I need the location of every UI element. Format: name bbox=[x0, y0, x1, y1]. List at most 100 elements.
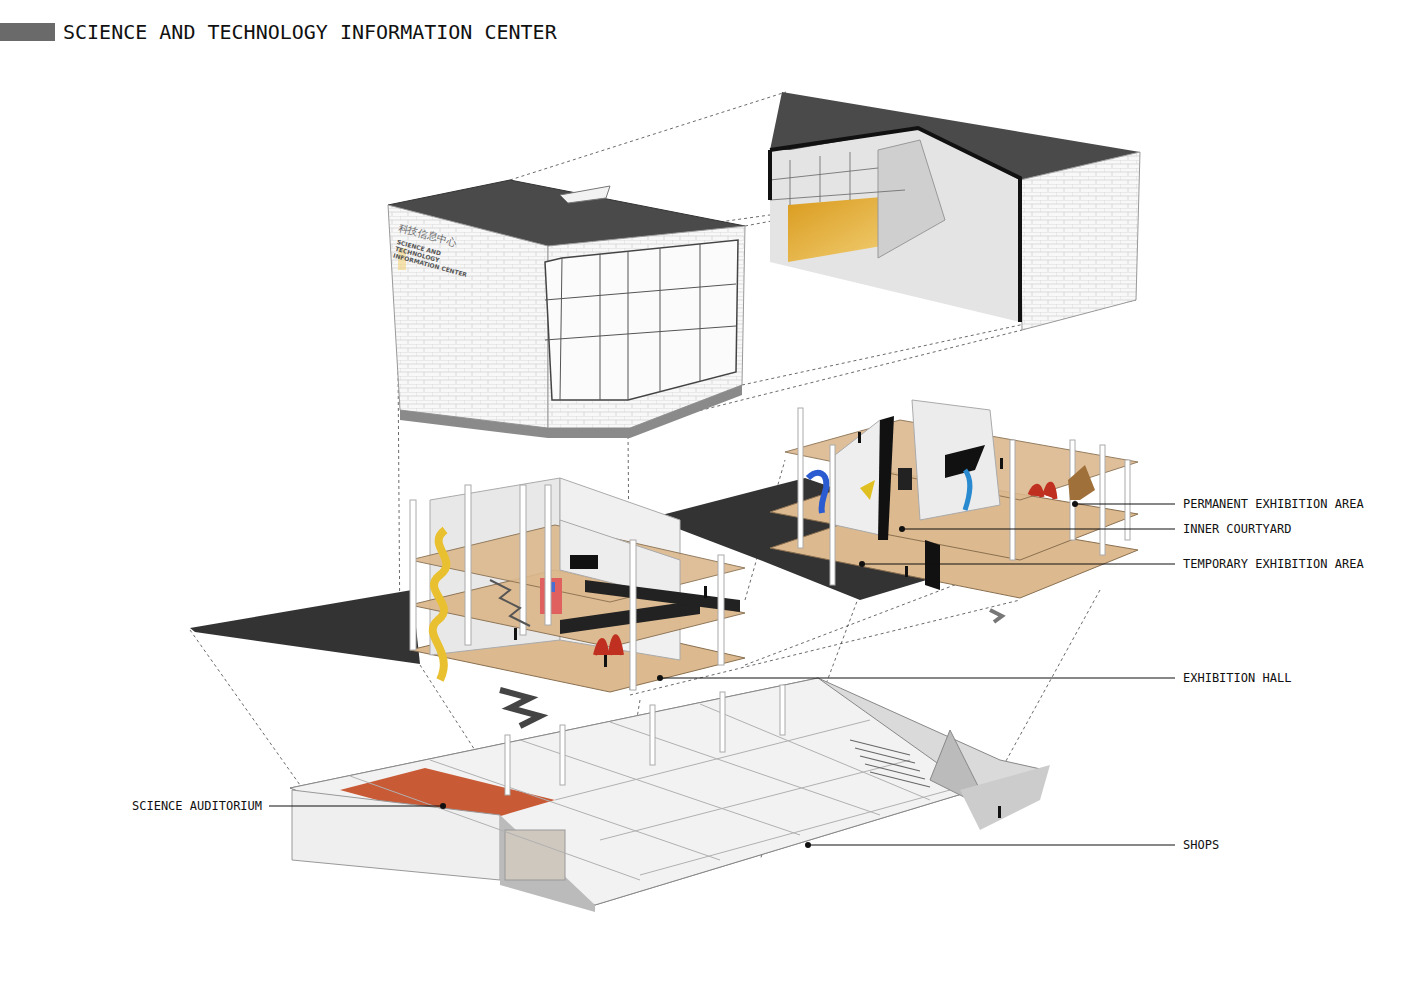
exhibition-hall-floors bbox=[604, 655, 607, 667]
exhibition-hall-floors bbox=[595, 636, 622, 655]
exhibition-hall-floors bbox=[570, 555, 598, 569]
area-label: TEMPORARY EXHIBITION AREA bbox=[1183, 557, 1364, 571]
building-volume-left bbox=[560, 258, 562, 400]
exhibition-hall-floors bbox=[545, 485, 551, 625]
leader-lines bbox=[1075, 503, 1175, 504]
base-level bbox=[505, 685, 785, 795]
exhibition-hall-floors bbox=[585, 580, 740, 612]
base-level bbox=[430, 760, 720, 860]
building-section-right bbox=[850, 152, 851, 200]
building-section-right bbox=[768, 150, 772, 200]
building-volume-left bbox=[560, 186, 610, 203]
leader-lines bbox=[862, 563, 1175, 564]
building-volume-left bbox=[388, 180, 745, 438]
exhibition-hall-floors bbox=[500, 690, 540, 726]
leader-lines bbox=[660, 677, 1175, 678]
building-volume-left bbox=[388, 205, 548, 428]
exhibition-hall-floors bbox=[520, 485, 526, 635]
exhibition-hall-floors bbox=[704, 586, 707, 598]
base-level bbox=[860, 756, 920, 771]
leader-dots bbox=[657, 675, 663, 681]
exhibition-floors-right bbox=[1000, 458, 1003, 469]
leader-dots bbox=[1072, 501, 1078, 507]
building-volume-left bbox=[628, 251, 629, 400]
exhibition-hall-floors bbox=[433, 530, 447, 680]
base-level bbox=[292, 790, 500, 880]
exhibition-floors-right bbox=[878, 416, 894, 540]
leader-dots bbox=[899, 526, 905, 532]
exhibition-floors-right bbox=[1030, 484, 1055, 499]
title-bar bbox=[0, 23, 55, 41]
exhibition-hall-floors bbox=[410, 500, 416, 650]
area-label: INNER COURTYARD bbox=[1183, 522, 1291, 536]
base-level bbox=[600, 760, 910, 840]
exhibition-floors-right bbox=[1100, 445, 1105, 555]
exhibition-floors-right bbox=[990, 610, 1002, 622]
base-level bbox=[505, 830, 565, 880]
building-section-right bbox=[770, 128, 1020, 322]
base-level bbox=[870, 772, 930, 787]
building-volume-left bbox=[400, 385, 742, 438]
base-level bbox=[720, 692, 725, 752]
leader-lines bbox=[902, 528, 1175, 529]
base-level bbox=[560, 725, 565, 785]
building-volume-left bbox=[545, 326, 736, 340]
ground-plane bbox=[190, 590, 420, 664]
base-level bbox=[290, 678, 975, 905]
exhibition-floors-right bbox=[860, 480, 875, 500]
base-level bbox=[700, 704, 930, 800]
exhibition-floors-right bbox=[830, 445, 835, 585]
area-label: PERMANENT EXHIBITION AREA bbox=[1183, 497, 1364, 511]
exhibition-hall-floors bbox=[465, 485, 471, 645]
building-section-right bbox=[1020, 152, 1140, 330]
building-volume-left bbox=[600, 254, 601, 400]
building-volume-left bbox=[545, 244, 736, 400]
base-level bbox=[505, 735, 510, 795]
exhibition-hall-floors bbox=[410, 485, 724, 690]
leader-lines bbox=[808, 844, 1175, 845]
base-level bbox=[780, 685, 785, 735]
leader-dots bbox=[805, 842, 811, 848]
base-level bbox=[290, 678, 1045, 905]
base-level bbox=[850, 740, 910, 755]
leader-dots bbox=[859, 561, 865, 567]
building-volume-left bbox=[545, 240, 738, 400]
exhibition-floors-right bbox=[965, 470, 970, 510]
base-level bbox=[865, 764, 925, 779]
exhibition-floors-right bbox=[835, 420, 880, 535]
projection-lines bbox=[990, 590, 1100, 790]
projection-lines bbox=[510, 92, 786, 180]
base-level bbox=[640, 790, 950, 875]
exhibition-floors-right bbox=[898, 468, 912, 490]
exhibition-floors-right bbox=[858, 432, 861, 443]
base-level bbox=[998, 806, 1001, 818]
base-level bbox=[855, 748, 915, 763]
exhibition-hall-floors bbox=[514, 628, 517, 640]
base-level bbox=[350, 776, 640, 880]
exhibition-floors-right bbox=[808, 473, 826, 513]
building-section-right bbox=[770, 168, 878, 180]
base-level bbox=[650, 705, 655, 765]
building-volume-left bbox=[700, 244, 701, 382]
building-section-right bbox=[878, 140, 945, 258]
exhibition-floors-right bbox=[798, 408, 803, 548]
building-section-right bbox=[820, 156, 821, 202]
base-level bbox=[960, 765, 1050, 830]
exhibition-floors-right bbox=[1125, 460, 1130, 540]
area-label: SCIENCE AUDITORIUM bbox=[132, 799, 262, 813]
exhibition-hall-floors bbox=[410, 478, 745, 726]
building-section-right bbox=[770, 152, 905, 205]
exhibition-floors-right bbox=[798, 408, 1130, 585]
base-level bbox=[500, 815, 595, 912]
base-level bbox=[290, 678, 1050, 912]
leader-dots bbox=[440, 803, 446, 809]
exhibition-hall-floors bbox=[718, 555, 724, 665]
building-volume-left bbox=[660, 248, 661, 392]
base-level bbox=[350, 704, 950, 880]
exhibition-floors-right bbox=[770, 400, 1138, 622]
base-level bbox=[555, 720, 870, 800]
leader-lines bbox=[269, 504, 1175, 845]
leader-lines bbox=[269, 805, 443, 806]
exhibition-floors-right bbox=[912, 400, 1000, 520]
